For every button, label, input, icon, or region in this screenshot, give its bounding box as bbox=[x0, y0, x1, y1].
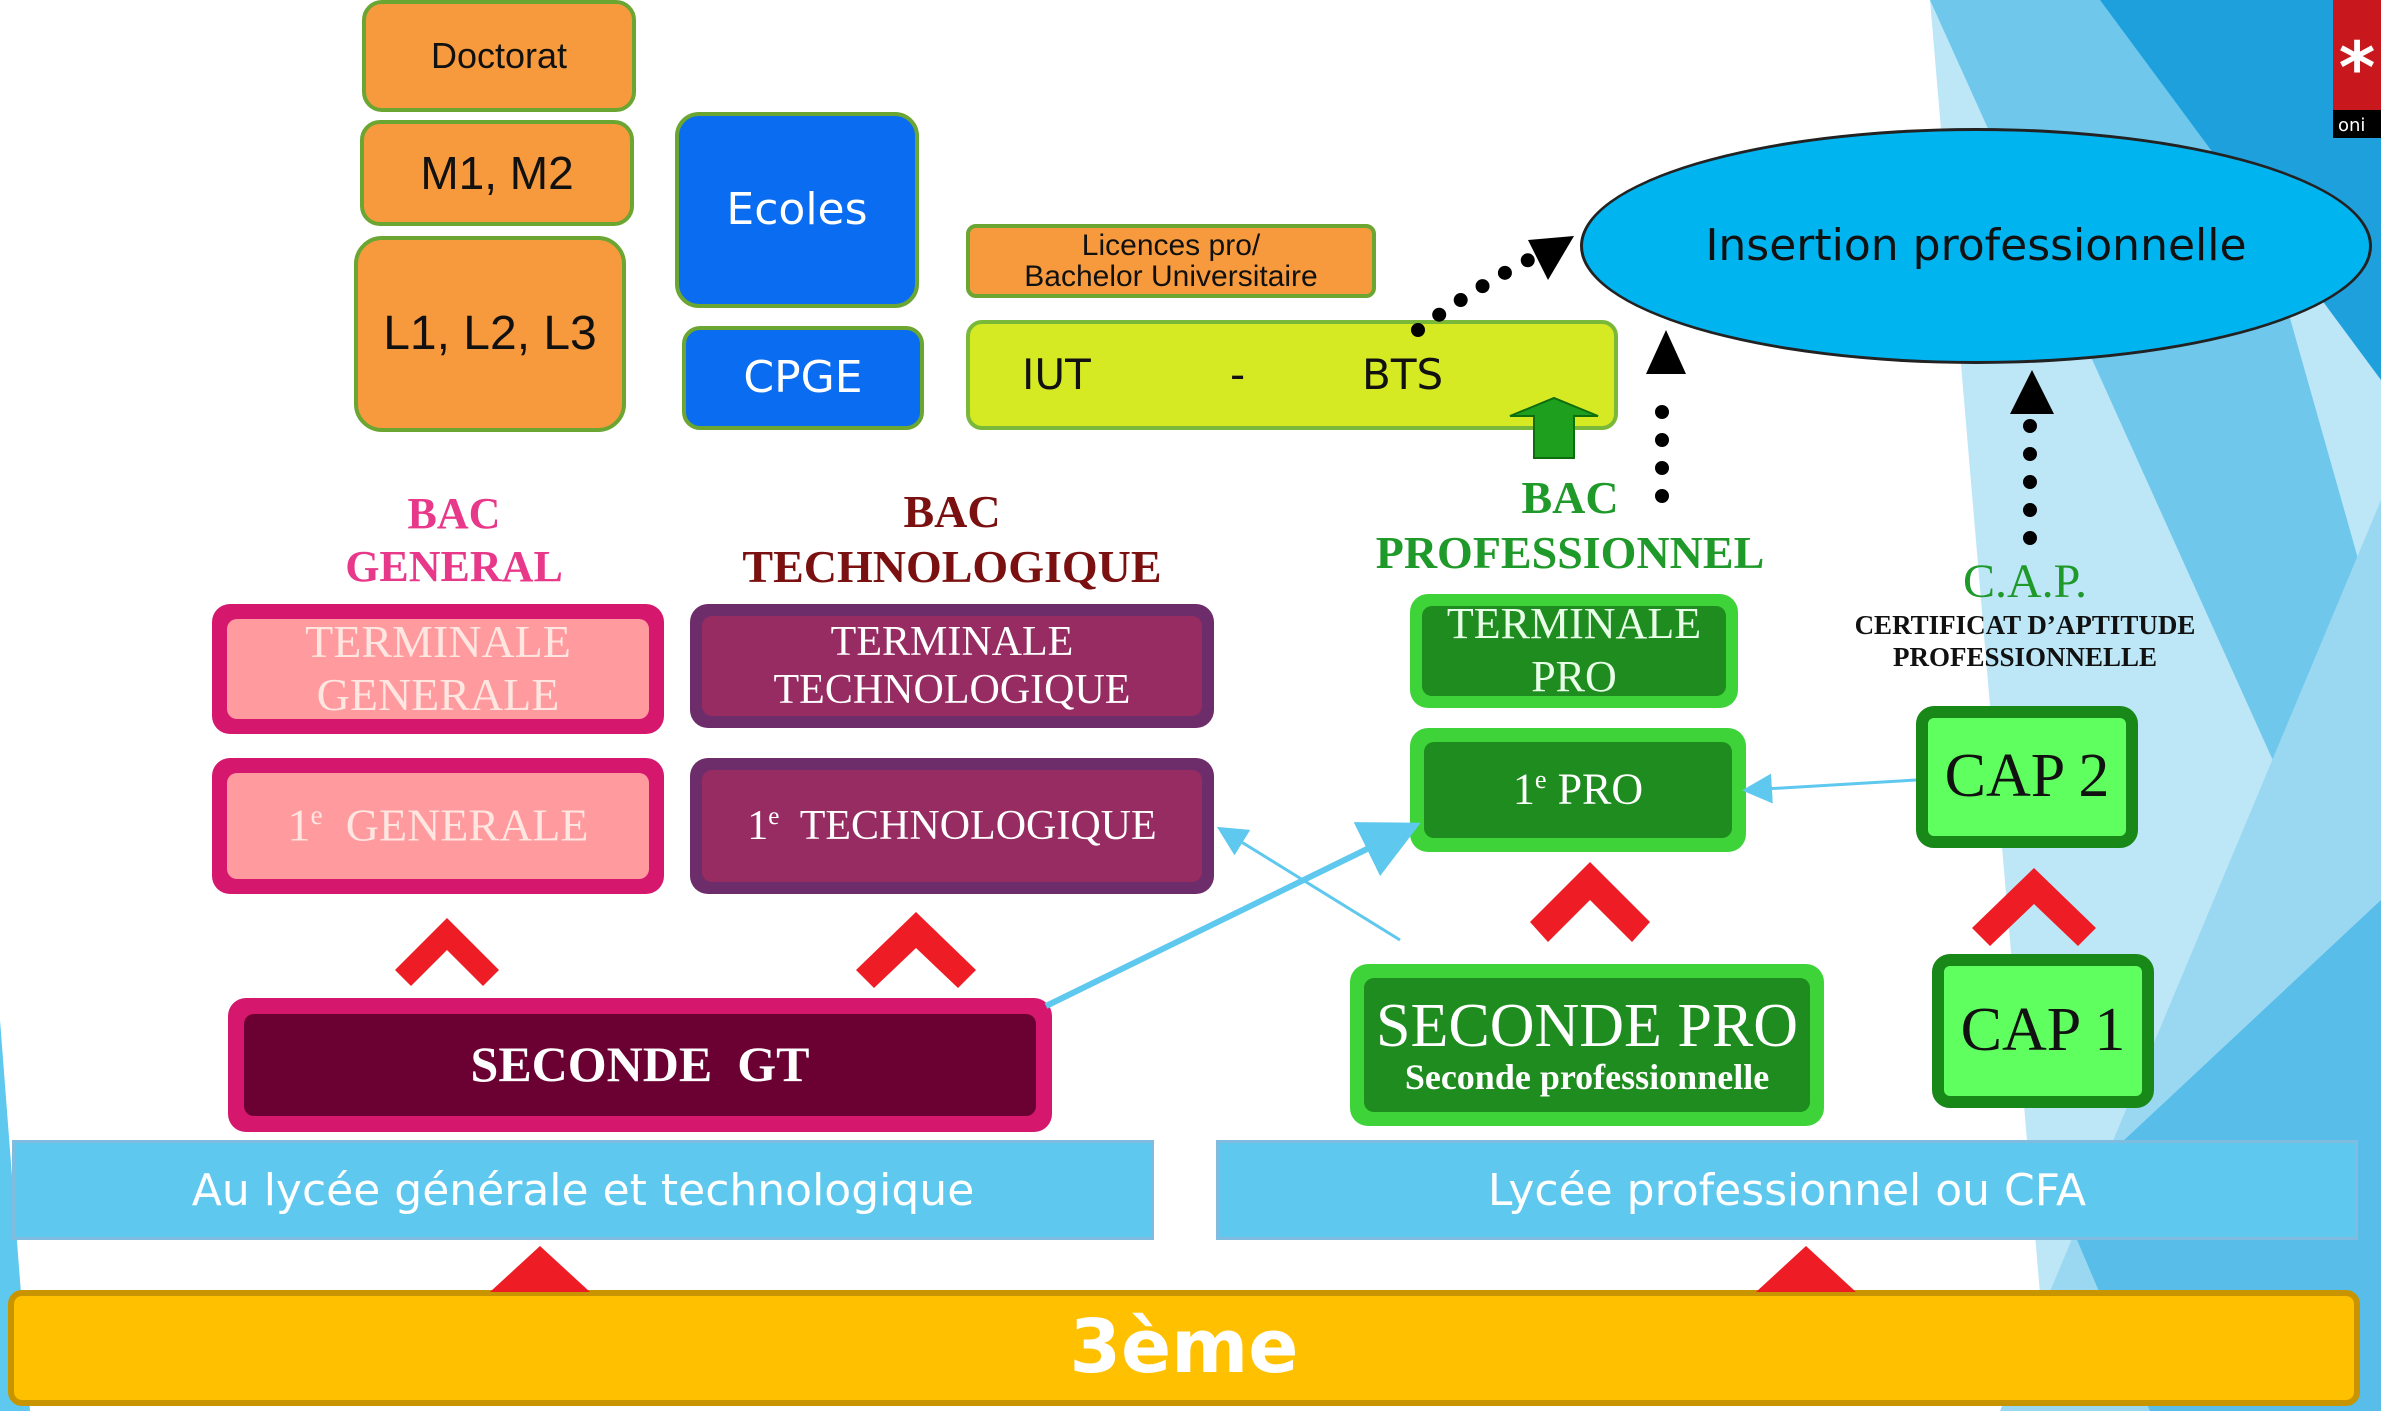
dash-label: - bbox=[1230, 349, 1246, 399]
cap-subtitle-line2: PROFESSIONNELLE bbox=[1892, 642, 2158, 673]
licence-box: L1, L2, L3 bbox=[354, 236, 626, 432]
premiere-pro-inner: 1e PRO bbox=[1424, 742, 1732, 838]
premiere-pro-box: 1e PRO bbox=[1410, 728, 1746, 852]
terminale-pro-line1: TERMINALE bbox=[1446, 599, 1702, 649]
terminale-generale-box: TERMINALE GENERALE bbox=[212, 604, 664, 734]
bac-pro-title-line1: BAC bbox=[1521, 472, 1619, 523]
master-label: M1, M2 bbox=[420, 146, 574, 199]
ecoles-label: Ecoles bbox=[726, 183, 868, 235]
cpge-box: CPGE bbox=[682, 326, 924, 430]
bac-general-title: BAC GENERAL bbox=[300, 488, 608, 594]
seconde-gt-label: SECONDE GT bbox=[470, 1036, 810, 1093]
insertion-ellipse: Insertion professionnelle bbox=[1580, 128, 2372, 364]
bac-general-title-line2: GENERAL bbox=[345, 541, 563, 591]
cap1-label: CAP 1 bbox=[1960, 996, 2126, 1065]
band-lycee-general: Au lycée générale et technologique bbox=[12, 1140, 1154, 1240]
terminale-pro-inner: TERMINALE PRO bbox=[1422, 599, 1726, 701]
premiere-techno-label: 1e TECHNOLOGIQUE bbox=[747, 802, 1157, 849]
logo-star: * bbox=[2339, 27, 2376, 109]
band-lycee-general-label: Au lycée générale et technologique bbox=[191, 1164, 975, 1216]
premiere-pro-label: 1e PRO bbox=[1512, 764, 1644, 815]
cap-title: C.A.P. CERTIFICAT D’APTITUDE PROFESSIONN… bbox=[1820, 555, 2230, 674]
bac-general-title-line1: BAC bbox=[407, 489, 501, 538]
troisieme-bar: 3ème bbox=[8, 1290, 2360, 1406]
terminale-pro-box: TERMINALE PRO bbox=[1410, 594, 1738, 708]
bac-techno-title: BAC TECHNOLOGIQUE bbox=[720, 484, 1184, 594]
doctorat-label: Doctorat bbox=[430, 35, 568, 77]
seconde-pro-sub: Seconde professionnelle bbox=[1404, 1056, 1770, 1097]
licences-pro-line1: Licences pro/ bbox=[1081, 228, 1261, 262]
cap-subtitle-line1: CERTIFICAT D’APTITUDE bbox=[1854, 609, 2196, 640]
terminale-generale-line1: TERMINALE bbox=[305, 616, 571, 668]
terminale-techno-box: TERMINALE TECHNOLOGIQUE bbox=[690, 604, 1214, 728]
bts-label: BTS bbox=[1362, 349, 1444, 399]
band-lycee-pro: Lycée professionnel ou CFA bbox=[1216, 1140, 2358, 1240]
terminale-techno-inner: TERMINALE TECHNOLOGIQUE bbox=[702, 616, 1202, 716]
bac-pro-title: BAC PROFESSIONNEL bbox=[1360, 470, 1780, 580]
terminale-generale-line2: GENERALE bbox=[316, 669, 560, 720]
seconde-pro-main: SECONDE PRO bbox=[1375, 991, 1798, 1060]
iut-label: IUT bbox=[1022, 349, 1091, 399]
premiere-generale-inner: 1e GENERALE bbox=[227, 773, 649, 879]
premiere-techno-inner: 1e TECHNOLOGIQUE bbox=[702, 770, 1202, 882]
seconde-gt-box: SECONDE GT bbox=[228, 998, 1052, 1132]
premiere-generale-label: 1e GENERALE bbox=[287, 799, 589, 851]
band-lycee-pro-label: Lycée professionnel ou CFA bbox=[1487, 1164, 2087, 1216]
licence-label: L1, L2, L3 bbox=[383, 307, 597, 361]
master-box: M1, M2 bbox=[360, 120, 634, 226]
logo-text: oni bbox=[2338, 115, 2365, 136]
seconde-pro-box: SECONDE PRO Seconde professionnelle bbox=[1350, 964, 1824, 1126]
cpge-label: CPGE bbox=[743, 351, 863, 403]
iut-bts-box: IUT - BTS bbox=[966, 320, 1618, 430]
cap2-label: CAP 2 bbox=[1944, 742, 2110, 811]
terminale-techno-line1: TERMINALE bbox=[830, 618, 1074, 665]
bac-techno-title-line1: BAC bbox=[903, 486, 1001, 537]
cap2-box: CAP 2 bbox=[1916, 706, 2138, 848]
bac-techno-title-line2: TECHNOLOGIQUE bbox=[742, 541, 1162, 593]
ecoles-box: Ecoles bbox=[675, 112, 919, 308]
troisieme-label: 3ème bbox=[1069, 1304, 1299, 1391]
seconde-pro-inner: SECONDE PRO Seconde professionnelle bbox=[1364, 978, 1810, 1112]
seconde-gt-inner: SECONDE GT bbox=[244, 1014, 1036, 1116]
insertion-label: Insertion professionnelle bbox=[1705, 219, 2247, 271]
premiere-techno-box: 1e TECHNOLOGIQUE bbox=[690, 758, 1214, 894]
logo-base bbox=[2333, 110, 2381, 138]
bac-pro-title-line2: PROFESSIONNEL bbox=[1375, 527, 1765, 579]
terminale-pro-line2: PRO bbox=[1531, 652, 1617, 701]
cap-title-main: C.A.P. bbox=[1962, 555, 2088, 608]
terminale-techno-line2: TECHNOLOGIQUE bbox=[773, 667, 1131, 713]
terminale-generale-inner: TERMINALE GENERALE bbox=[227, 616, 649, 720]
doctorat-box: Doctorat bbox=[362, 0, 636, 112]
licences-pro-line2: Bachelor Universitaire bbox=[1024, 260, 1318, 293]
premiere-generale-box: 1e GENERALE bbox=[212, 758, 664, 894]
cap1-box: CAP 1 bbox=[1932, 954, 2154, 1108]
licences-pro-box: Licences pro/ Bachelor Universitaire bbox=[966, 224, 1376, 298]
